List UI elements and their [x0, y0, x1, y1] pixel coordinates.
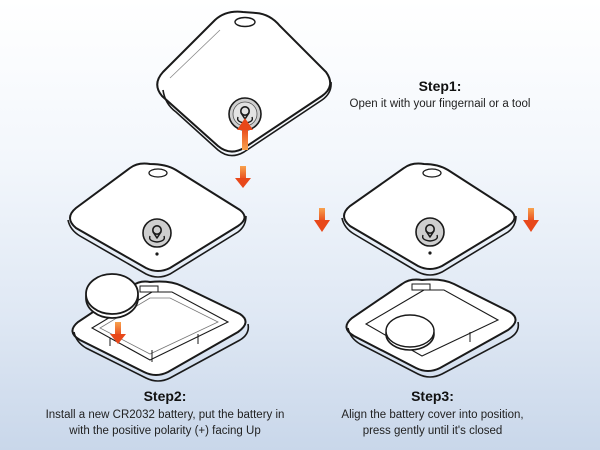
step3-line2: press gently until it's closed [362, 425, 503, 437]
step1-text: Open it with your fingernail or a tool [349, 98, 531, 110]
step3-line1: Align the battery cover into position, [341, 409, 524, 421]
press-left-arrow-icon [314, 208, 330, 232]
step2-title: Step2: [143, 388, 187, 404]
open-up-arrow-icon [237, 118, 253, 150]
cr2032-battery [85, 273, 139, 319]
step2-instructions: Step2: Install a new CR2032 battery, put… [15, 388, 315, 439]
step1-instructions: Step1: Open it with your fingernail or a… [340, 78, 540, 112]
tracker-base-step3 [345, 278, 520, 378]
insert-battery-arrow-icon [110, 322, 126, 344]
step1-title: Step1: [418, 78, 462, 94]
move-down-arrow-icon [235, 166, 251, 188]
tracker-top-view [156, 10, 332, 157]
step3-instructions: Step3: Align the battery cover into posi… [320, 388, 545, 439]
press-right-arrow-icon [523, 208, 539, 232]
step2-line1: Install a new CR2032 battery, put the ba… [45, 409, 285, 421]
step2-line2: with the positive polarity (+) facing Up [69, 425, 261, 437]
step3-title: Step3: [411, 388, 454, 404]
tracker-cover [67, 162, 247, 278]
tracker-cover-step3 [341, 162, 517, 276]
